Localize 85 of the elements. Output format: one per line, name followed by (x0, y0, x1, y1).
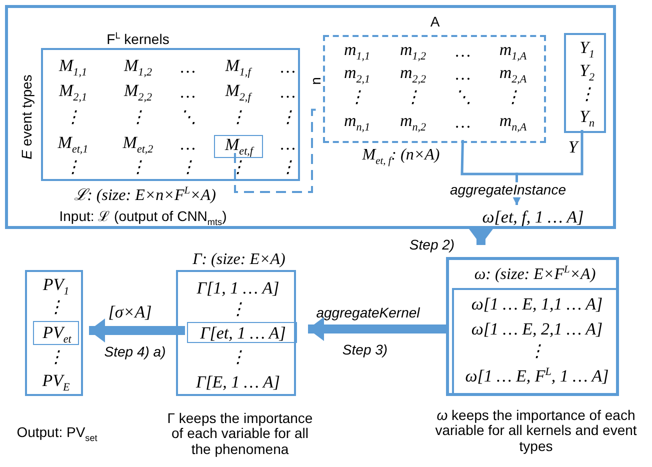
math-label: M$_{et,2}$ (122, 134, 154, 156)
math-label: ⋮ (130, 108, 146, 128)
math-label: Γ[1, 1 … A] (196, 280, 280, 298)
math-label: ω[1 … E, F$^{L}$, 1 … A] (465, 366, 609, 386)
math-label: m$_{2,A}$ (499, 64, 527, 86)
math-label: ⋮ (504, 88, 522, 108)
math-label: M$_{1,f}$ (225, 57, 251, 79)
math-label: ⋮ (280, 108, 296, 128)
math-label: Γ[et, 1 … A] (200, 324, 286, 344)
math-label: M$_{2,2}$ (124, 82, 152, 104)
math-label: m$_{n,A}$ (499, 112, 527, 134)
math-label: Γ[E, 1 … A] (196, 374, 280, 392)
highlight-box (187, 322, 297, 343)
text-label: Input: ℒ (output of CNN$_{mts}$) (59, 209, 227, 227)
math-label: ⋮ (230, 108, 246, 128)
math-label: … (280, 84, 296, 102)
math-label: M$_{et,f}$ (225, 136, 253, 158)
math-label: m$_{1,2}$ (400, 41, 426, 63)
math-label: ⋮ (48, 298, 64, 318)
math-label: M$_{1,2}$ (124, 57, 152, 79)
math-label: PV$_{E}$ (42, 372, 70, 394)
math-label: ⋮ (578, 86, 596, 104)
description-text: Γ keeps the importance of each variable for all the phenomena (166, 410, 314, 458)
math-label: m$_{2,1}$ (344, 64, 370, 86)
math-label: ⋮ (64, 158, 82, 178)
text-label: n (308, 77, 324, 85)
math-label: ⋮ (180, 158, 196, 178)
math-label: ⋱ (180, 108, 196, 128)
description-text: ω keeps the importance of each variable for all kernels and event types (434, 408, 638, 454)
math-label: m$_{1,A}$ (499, 41, 527, 63)
math-label: Y$_{2}$ (580, 62, 594, 84)
math-label: ⋱ (454, 88, 472, 108)
text-label: F$^{L}$ kernels (106, 30, 170, 48)
step-label: Step 3) (342, 342, 388, 358)
math-label: … (180, 84, 196, 102)
matrix-box (452, 288, 619, 396)
math-label: ⋮ (528, 342, 546, 362)
highlight-box (214, 135, 263, 158)
math-label: ω[et, f, 1 … A] (482, 208, 584, 228)
math-label: … (455, 66, 471, 84)
math-label: M$_{2,1}$ (59, 82, 87, 104)
math-label: ⋮ (230, 300, 246, 320)
description-text: Y (568, 138, 578, 158)
edge-label: [σ×A] (108, 304, 152, 322)
math-label: ⋮ (230, 158, 246, 178)
math-label: Y$_{n}$ (580, 108, 594, 130)
math-label: m$_{2,2}$ (400, 64, 426, 86)
step-label: Step 2) (409, 237, 455, 253)
math-label: ℒ: (size: E×n×F$^{L}$×A) (74, 186, 216, 204)
math-label: M$_{1,1}$ (59, 57, 87, 79)
math-label: ω[1 … E, 1,1 … A] (471, 296, 603, 314)
math-label: … (280, 58, 296, 78)
math-label: PV$_{et}$ (42, 324, 72, 346)
math-label: … (180, 58, 196, 78)
math-label: … (455, 42, 471, 62)
description-text: Output: PV$_{set}$ (16, 425, 98, 443)
math-label: m$_{1,1}$ (344, 41, 370, 63)
math-label: m$_{n,2}$ (400, 112, 426, 134)
math-label: ⋮ (64, 108, 82, 128)
step-label: Step 4) a) (104, 344, 166, 360)
math-label: … (280, 136, 296, 154)
text-label: A (430, 14, 440, 30)
math-label: ω: (size: E×F$^{L}$×A) (474, 264, 596, 284)
math-label: … (180, 136, 196, 154)
text-label: E event types (19, 74, 35, 160)
math-label: ⋮ (348, 88, 366, 108)
input-panel (5, 5, 616, 229)
math-label: Y$_{1}$ (580, 39, 594, 61)
math-label: M$_{et,1}$ (58, 134, 88, 156)
math-label: ⋮ (48, 348, 64, 368)
math-label: ⋮ (404, 88, 422, 108)
math-label: ⋮ (280, 158, 296, 178)
arrow (512, 130, 584, 205)
math-label: m$_{n,1}$ (344, 112, 370, 134)
edge-label: aggregateInstance (450, 182, 566, 198)
math-label: … (455, 114, 471, 132)
math-label: PV$_{1}$ (42, 276, 70, 298)
math-label: ⋮ (230, 348, 246, 368)
math-label: Γ: (size: E×A) (192, 251, 286, 269)
math-label: ω[1 … E, 2,1 … A] (471, 320, 603, 340)
highlight-box (33, 321, 79, 345)
math-label: M$_{2,f}$ (225, 82, 251, 104)
edge-label: aggregateKernel (316, 305, 420, 321)
math-label: ⋮ (130, 158, 146, 178)
math-label: M$_{et, f}$: (n×A) (362, 146, 440, 168)
